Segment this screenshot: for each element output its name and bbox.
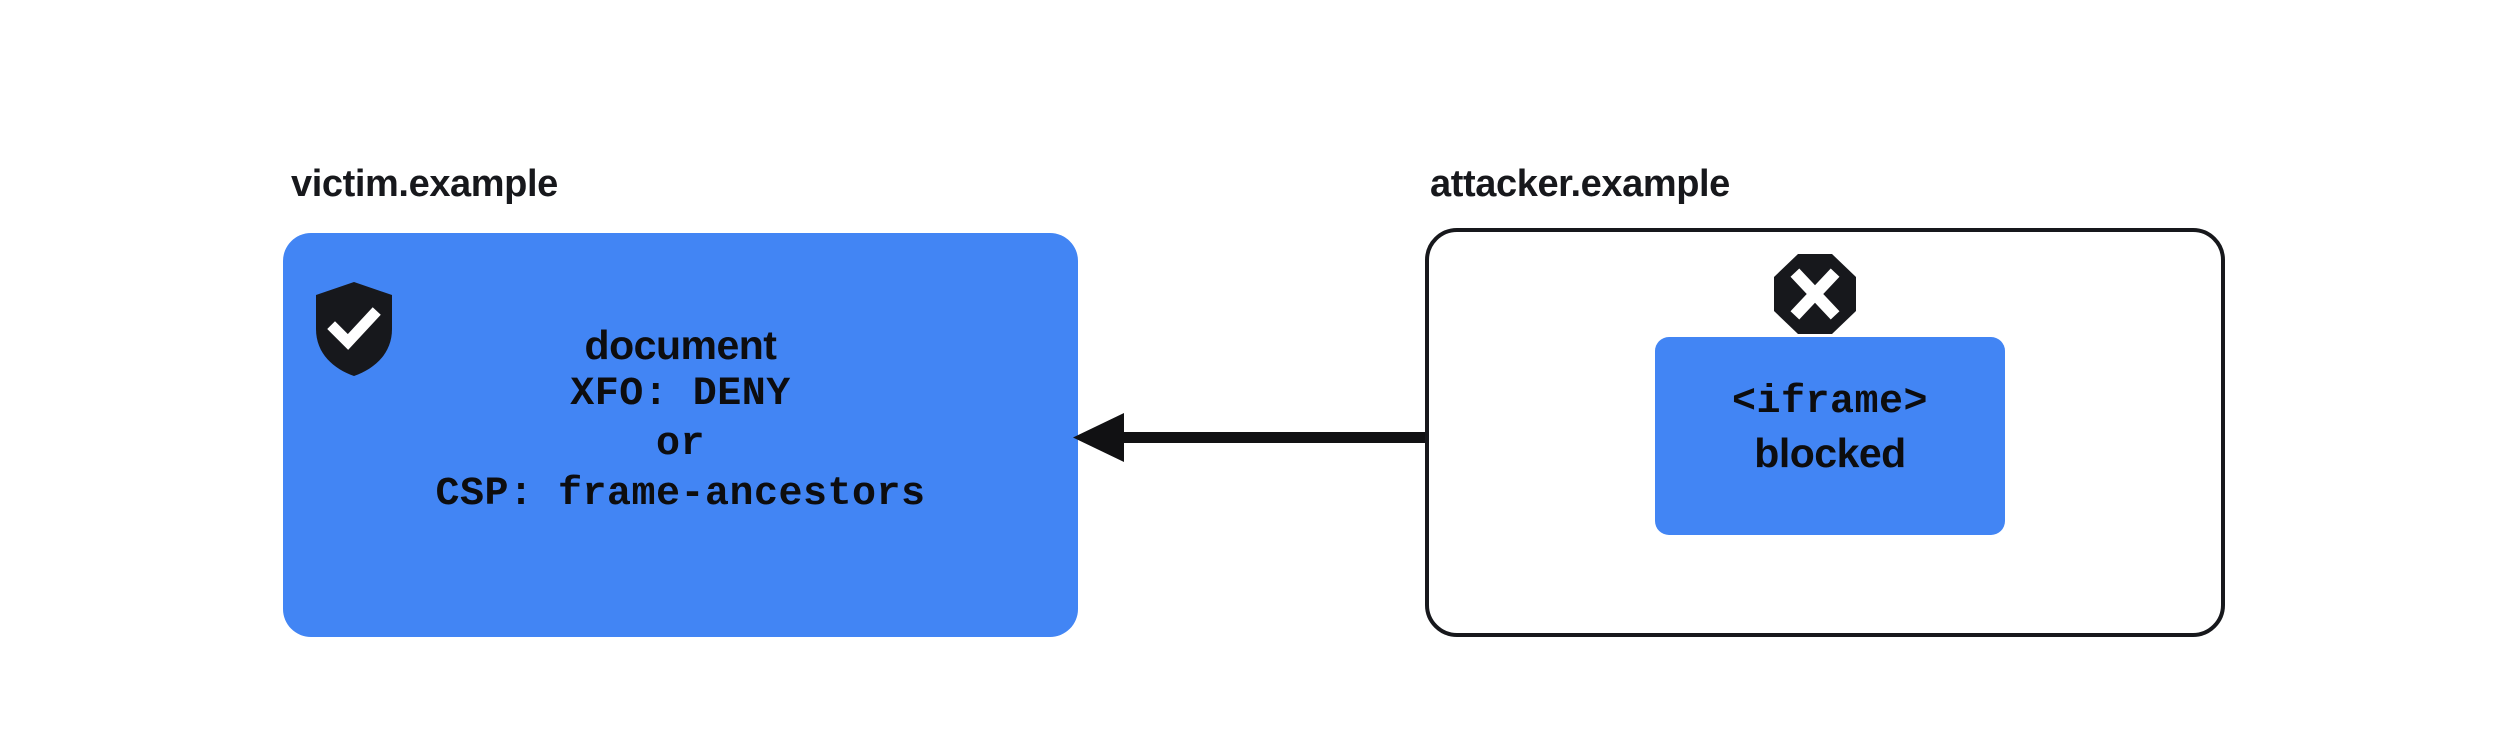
shield-check-icon xyxy=(316,282,392,376)
victim-line-document: document xyxy=(584,322,777,368)
victim-line-xfo: XFO: DENY xyxy=(570,372,791,417)
attacker-iframe-card xyxy=(1655,337,2005,535)
victim-origin-label: victim.example xyxy=(291,163,558,205)
victim-policy-text: document XFO: DENY or CSP: frame-ancesto… xyxy=(283,322,1078,517)
attacker-iframe-text: <iframe> blocked xyxy=(1655,380,2005,476)
victim-document-panel xyxy=(283,233,1078,637)
octagon-x-icon xyxy=(1774,254,1856,334)
blocked-framing-arrow xyxy=(1060,405,1670,471)
victim-line-or: or xyxy=(655,422,705,467)
iframe-status-label: blocked xyxy=(1754,430,1906,476)
iframe-tag-label: <iframe> xyxy=(1731,380,1929,425)
victim-line-csp: CSP: frame-ancestors xyxy=(435,472,926,517)
attacker-origin-label: attacker.example xyxy=(1430,163,1730,205)
